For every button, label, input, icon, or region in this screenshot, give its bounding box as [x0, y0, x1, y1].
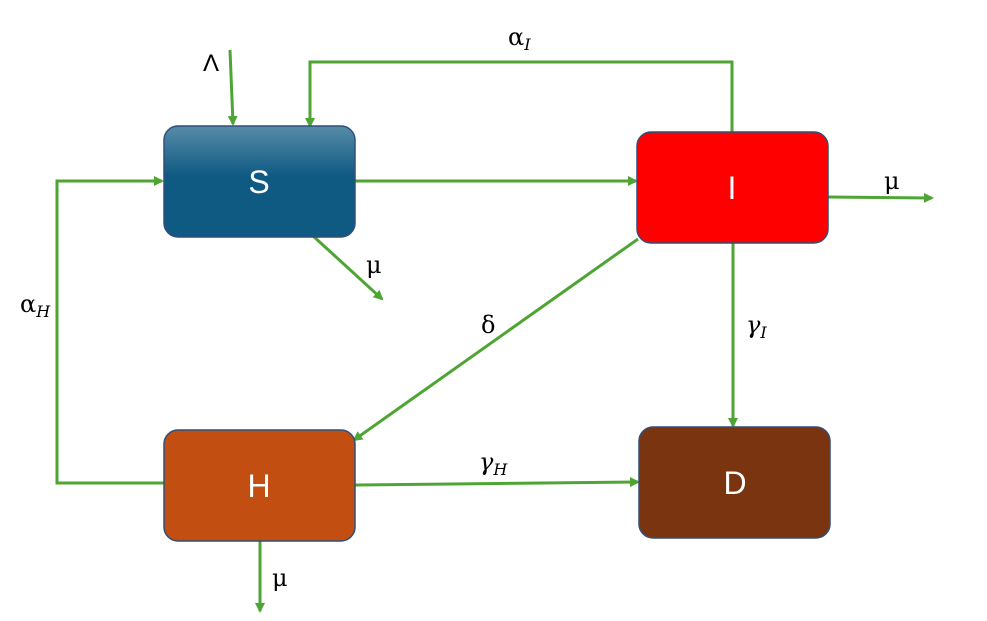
label-lambda: Λ	[203, 50, 219, 77]
edge-s-mu	[310, 233, 384, 301]
edge-h-to-s-alpha	[55, 176, 165, 485]
label-gamma-h: γH	[479, 448, 508, 479]
label-alpha-i: αI	[508, 23, 531, 54]
node-i: I	[636, 131, 829, 244]
edge-h-to-d-gamma	[354, 477, 640, 488]
node-s: S	[163, 125, 356, 238]
label-alpha-h-sub: H	[35, 302, 51, 321]
edge-i-mu	[827, 192, 934, 203]
label-gamma-h-symbol: γ	[479, 448, 494, 476]
label-mu-h: μ	[272, 564, 288, 592]
label-gamma-i-sub: I	[759, 323, 767, 342]
node-h-label: H	[247, 468, 270, 504]
node-s-label: S	[248, 164, 269, 200]
label-alpha-i-sub: I	[523, 35, 531, 54]
label-alpha-i-symbol: α	[508, 23, 524, 51]
label-alpha-h-symbol: α	[20, 290, 36, 318]
node-i-label: I	[728, 170, 737, 206]
label-delta: δ	[481, 311, 495, 339]
node-s-box	[163, 125, 356, 238]
edge-lambda-to-s	[227, 49, 238, 126]
label-gamma-i: γI	[746, 311, 767, 342]
node-i-box	[636, 131, 829, 244]
node-d-label: D	[723, 465, 746, 501]
label-mu-i: μ	[884, 167, 900, 195]
label-gamma-h-sub: H	[492, 460, 508, 479]
edges	[55, 49, 934, 613]
label-alpha-h: αH	[20, 290, 51, 321]
node-d: D	[638, 426, 831, 539]
node-d-box	[638, 426, 831, 539]
edge-i-to-h-delta	[352, 237, 639, 442]
label-mu-s: μ	[366, 251, 382, 279]
node-h-box	[163, 429, 356, 542]
node-h: H	[163, 429, 356, 542]
edge-i-to-s-alpha	[305, 60, 734, 132]
label-gamma-i-symbol: γ	[746, 311, 761, 339]
